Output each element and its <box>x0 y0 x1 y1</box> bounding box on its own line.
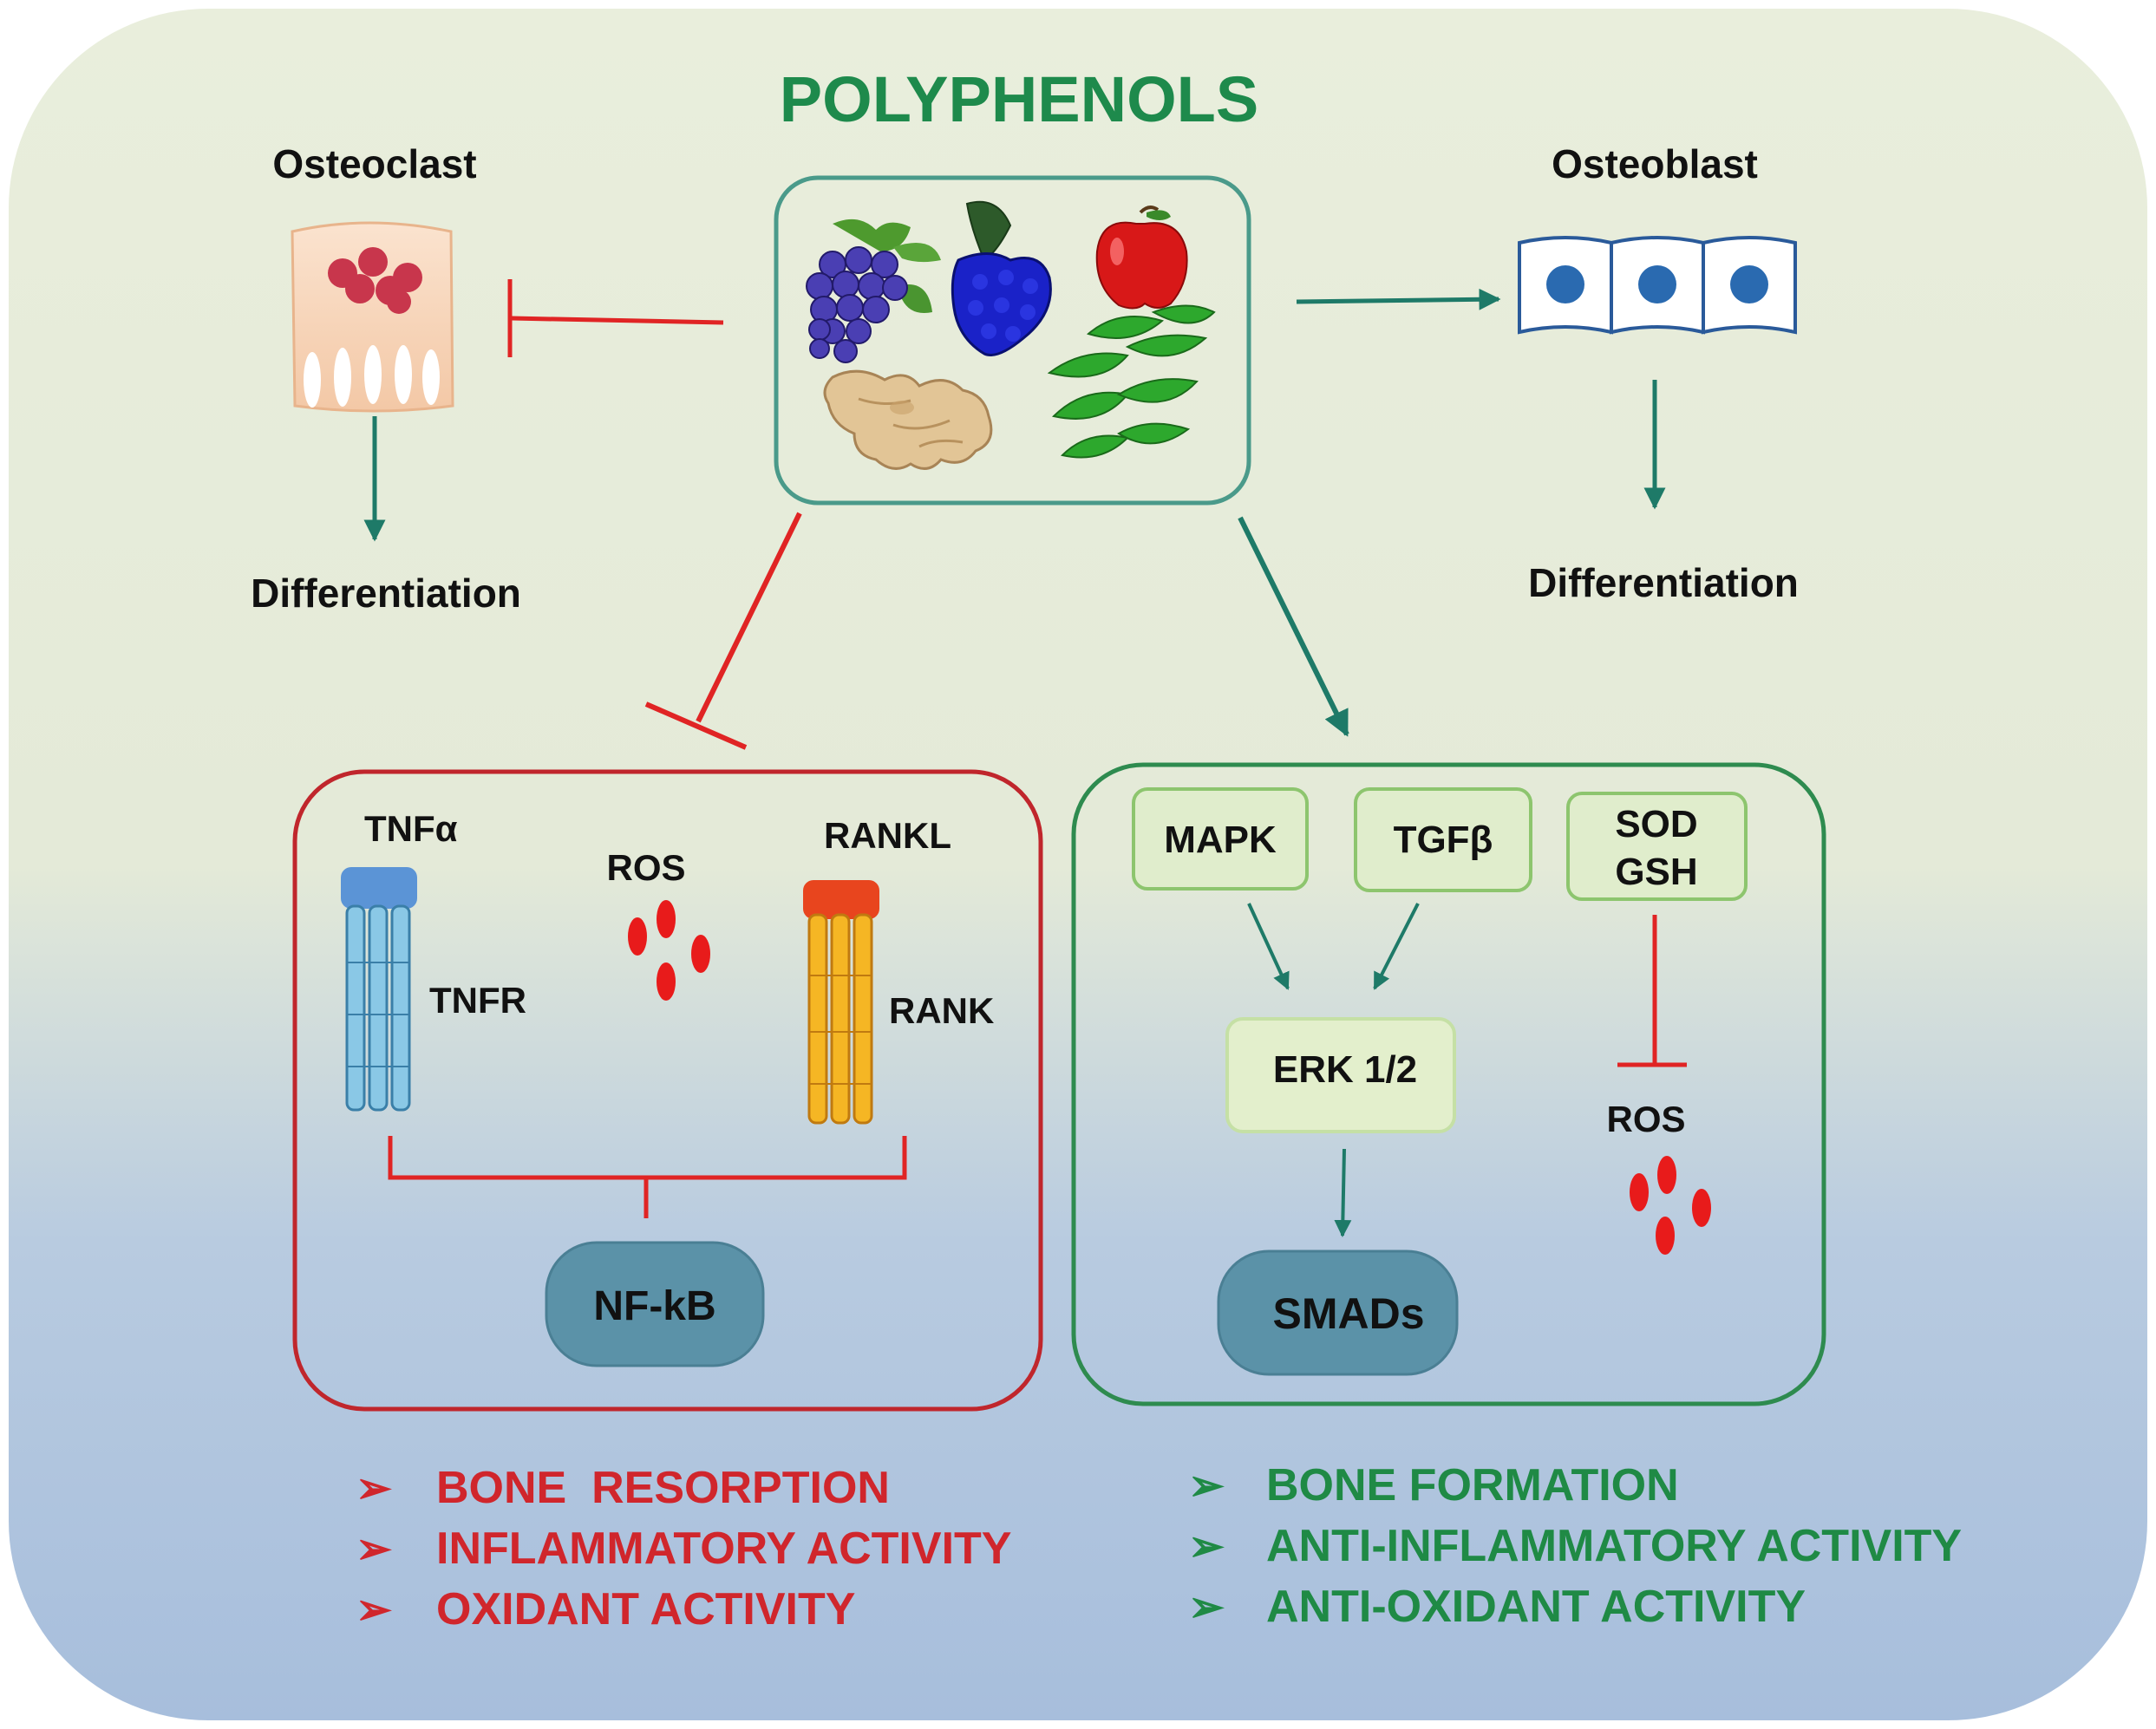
osteoclast-inhibition <box>507 279 724 357</box>
tnfr-receptor-icon <box>341 867 417 1112</box>
tgf-beta-label: TGFβ <box>1394 819 1493 861</box>
arrow-bullet-icon: ➢ <box>356 1524 392 1573</box>
osteoclast-label: Osteoclast <box>272 141 476 186</box>
effect-item: ➢ BONE FORMATION <box>1188 1460 1679 1510</box>
ros-molecules-right-icon <box>1630 1156 1711 1255</box>
nfkb-label: NF-kB <box>593 1283 715 1329</box>
arrow-bullet-icon: ➢ <box>1188 1461 1225 1510</box>
green-leaves-icon <box>1047 304 1216 459</box>
arrow-bullet-icon: ➢ <box>356 1585 392 1634</box>
apple-icon <box>1095 206 1188 310</box>
background-panel <box>9 9 2147 1720</box>
ros-label-right: ROS <box>1606 1099 1685 1139</box>
osteoclast-cell-icon <box>291 221 454 413</box>
rankl-label: RANKL <box>824 815 951 856</box>
rank-label: RANK <box>889 990 994 1031</box>
tgf-to-erk-arrow <box>1373 903 1420 990</box>
erk-label: ERK 1/2 <box>1273 1048 1417 1091</box>
resorption-effects-list: ➢ BONE RESORPTION ➢ INFLAMMATORY ACTIVIT… <box>356 1463 1011 1634</box>
effect-item: ➢ ANTI-OXIDANT ACTIVITY <box>1188 1582 1806 1632</box>
effect-item: ➢ INFLAMMATORY ACTIVITY <box>356 1523 1011 1574</box>
effect-text: BONE RESORPTION <box>436 1463 890 1513</box>
nfkb-node <box>545 1241 765 1367</box>
erk-to-smads-arrow <box>1334 1148 1352 1237</box>
ros-label-left: ROS <box>606 847 685 888</box>
osteoblast-cells-icon <box>1518 236 1797 335</box>
effect-item: ➢ ANTI-INFLAMMATORY ACTIVITY <box>1188 1521 1962 1571</box>
effect-text: OXIDANT ACTIVITY <box>436 1584 855 1634</box>
rank-receptor-icon <box>803 880 879 1125</box>
osteoblast-differentiation: Differentiation <box>1528 560 1799 605</box>
left-pathway-inhibition <box>644 512 802 750</box>
erk-node <box>1225 1017 1456 1133</box>
smads-node <box>1217 1249 1459 1376</box>
effect-text: INFLAMMATORY ACTIVITY <box>436 1523 1011 1574</box>
sod-label: SOD <box>1615 803 1697 845</box>
osteoblast-activation-arrow <box>1296 288 1501 310</box>
tgf-beta-node <box>1354 787 1532 892</box>
gsh-label: GSH <box>1615 851 1697 893</box>
mapk-label: MAPK <box>1164 819 1277 861</box>
ros-molecules-icon <box>628 900 710 1001</box>
receptor-convergence-bracket <box>388 1136 907 1218</box>
page-title: POLYPHENOLS <box>780 63 1258 135</box>
sod-gsh-node <box>1566 792 1748 901</box>
polyphenol-food-box <box>774 175 1251 506</box>
mapk-to-erk-arrow <box>1247 903 1290 990</box>
grapes-icon <box>806 219 941 363</box>
smads-label: SMADs <box>1272 1289 1424 1338</box>
effect-item: ➢ OXIDANT ACTIVITY <box>356 1584 855 1634</box>
arrow-bullet-icon: ➢ <box>1188 1582 1225 1631</box>
tnf-alpha-label: TNFα <box>364 808 458 849</box>
sod-gsh-ros-inhibition <box>1617 915 1687 1067</box>
effect-item: ➢ BONE RESORPTION <box>356 1463 890 1513</box>
formation-effects-list: ➢ BONE FORMATION ➢ ANTI-INFLAMMATORY ACT… <box>1188 1460 1962 1632</box>
effect-text: ANTI-INFLAMMATORY ACTIVITY <box>1266 1521 1962 1571</box>
osteoclast-differentiation: Differentiation <box>251 571 521 616</box>
resorption-pathway-box <box>292 769 1043 1412</box>
effect-text: ANTI-OXIDANT ACTIVITY <box>1266 1582 1806 1632</box>
arrow-bullet-icon: ➢ <box>1188 1522 1225 1570</box>
effect-text: BONE FORMATION <box>1266 1460 1679 1510</box>
blackberry-icon <box>951 200 1052 356</box>
ginger-icon <box>823 369 993 470</box>
osteoblast-label: Osteoblast <box>1552 141 1758 186</box>
formation-pathway-box <box>1071 762 1826 1406</box>
right-pathway-activation <box>1238 516 1349 737</box>
mapk-node <box>1132 787 1309 891</box>
arrow-bullet-icon: ➢ <box>356 1464 392 1512</box>
tnfr-label: TNFR <box>429 980 526 1021</box>
